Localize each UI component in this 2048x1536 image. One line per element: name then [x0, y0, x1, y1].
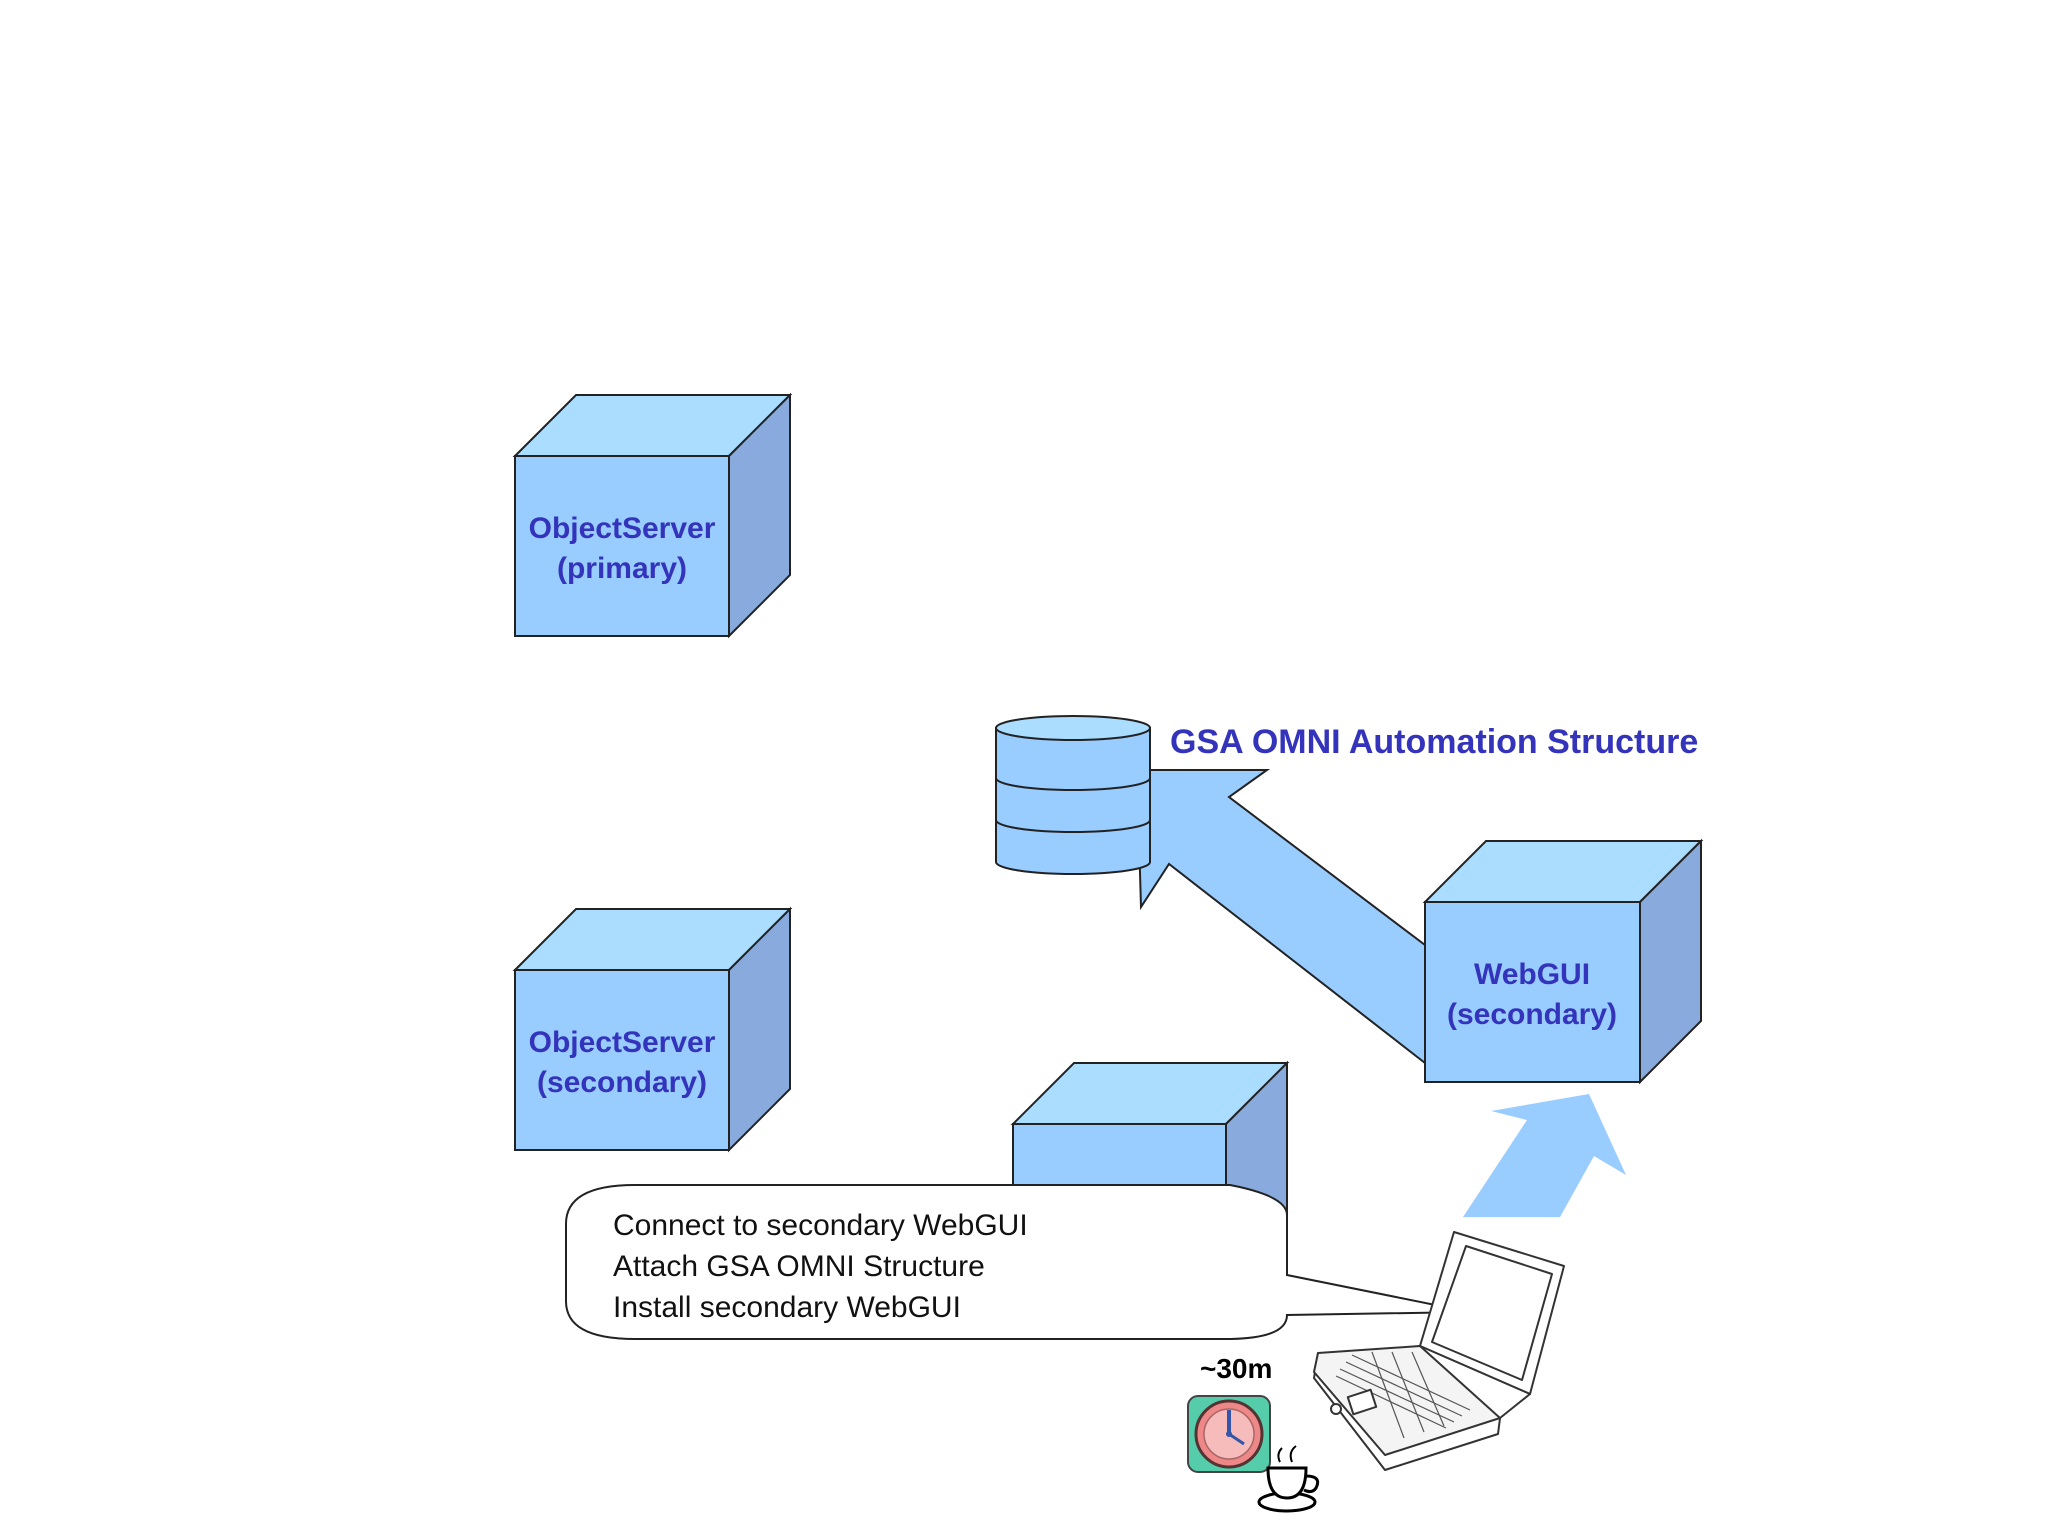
database-icon	[995, 715, 1151, 875]
clock-icon	[1187, 1395, 1271, 1473]
webgui-secondary-label: WebGUI	[1474, 958, 1590, 991]
callout-bubble: Connect to secondary WebGUI Attach GSA O…	[564, 1184, 1471, 1340]
objectserver-primary-label: ObjectServer	[529, 512, 716, 545]
callout-line-1: Connect to secondary WebGUI	[613, 1209, 1028, 1242]
webgui-secondary-role: (secondary)	[1447, 998, 1617, 1031]
time-estimate: ~30m	[1200, 1353, 1272, 1384]
objectserver-secondary-label: ObjectServer	[529, 1026, 716, 1059]
callout-line-2: Attach GSA OMNI Structure	[613, 1250, 985, 1283]
structure-title: GSA OMNI Automation Structure	[1170, 723, 1698, 761]
arrow-webgui-to-structure	[1135, 769, 1426, 1066]
objectserver-primary-role: (primary)	[557, 552, 687, 585]
laptop-icon	[1313, 1231, 1565, 1471]
objectserver-secondary-node: ObjectServer (secondary)	[512, 906, 793, 1153]
webgui-secondary-node: WebGUI (secondary)	[1422, 838, 1704, 1085]
arrow-laptop-to-webgui	[1463, 1094, 1626, 1217]
objectserver-primary-node: ObjectServer (primary)	[512, 392, 793, 639]
coffee-cup-icon	[1257, 1445, 1320, 1513]
callout-line-3: Install secondary WebGUI	[613, 1291, 961, 1324]
objectserver-secondary-role: (secondary)	[537, 1066, 707, 1099]
